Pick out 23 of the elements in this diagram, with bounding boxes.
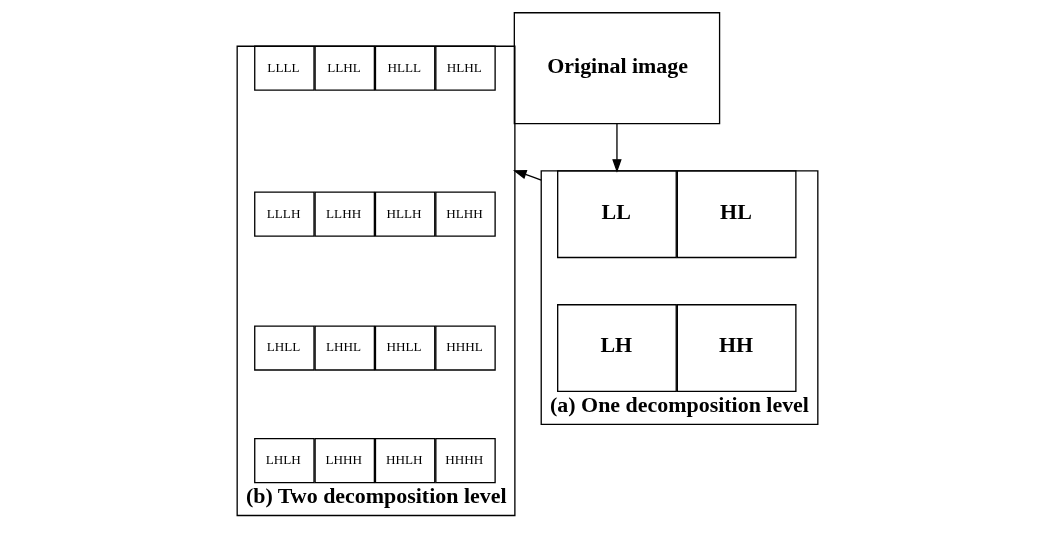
node-box: LLHL [314,45,376,91]
node-box: LHHH [314,437,376,484]
node-box: HLLH [374,191,436,237]
node-box: LLHH [314,191,376,237]
node-box: LLLL [254,45,315,91]
node-box: HL [676,170,797,259]
node-box: HLHL [435,45,496,91]
node-box: HHLH [374,437,436,484]
arrow [612,123,622,173]
node-box: LL [557,170,677,259]
node-box: HHHH [435,437,496,484]
node-box: Original image [513,12,721,125]
node-box: HH [676,304,797,393]
node-box: HLHH [435,191,496,237]
arrow [513,170,542,181]
node-box: LHHL [314,325,376,371]
node-box: HLLL [374,45,436,91]
node-box: LH [557,304,677,393]
node-box: LLLH [254,191,315,237]
node-box: HHLL [374,325,436,371]
node-box: HHHL [435,325,496,371]
node-box: LHLL [254,325,315,371]
node-box: LHLH [254,437,315,484]
